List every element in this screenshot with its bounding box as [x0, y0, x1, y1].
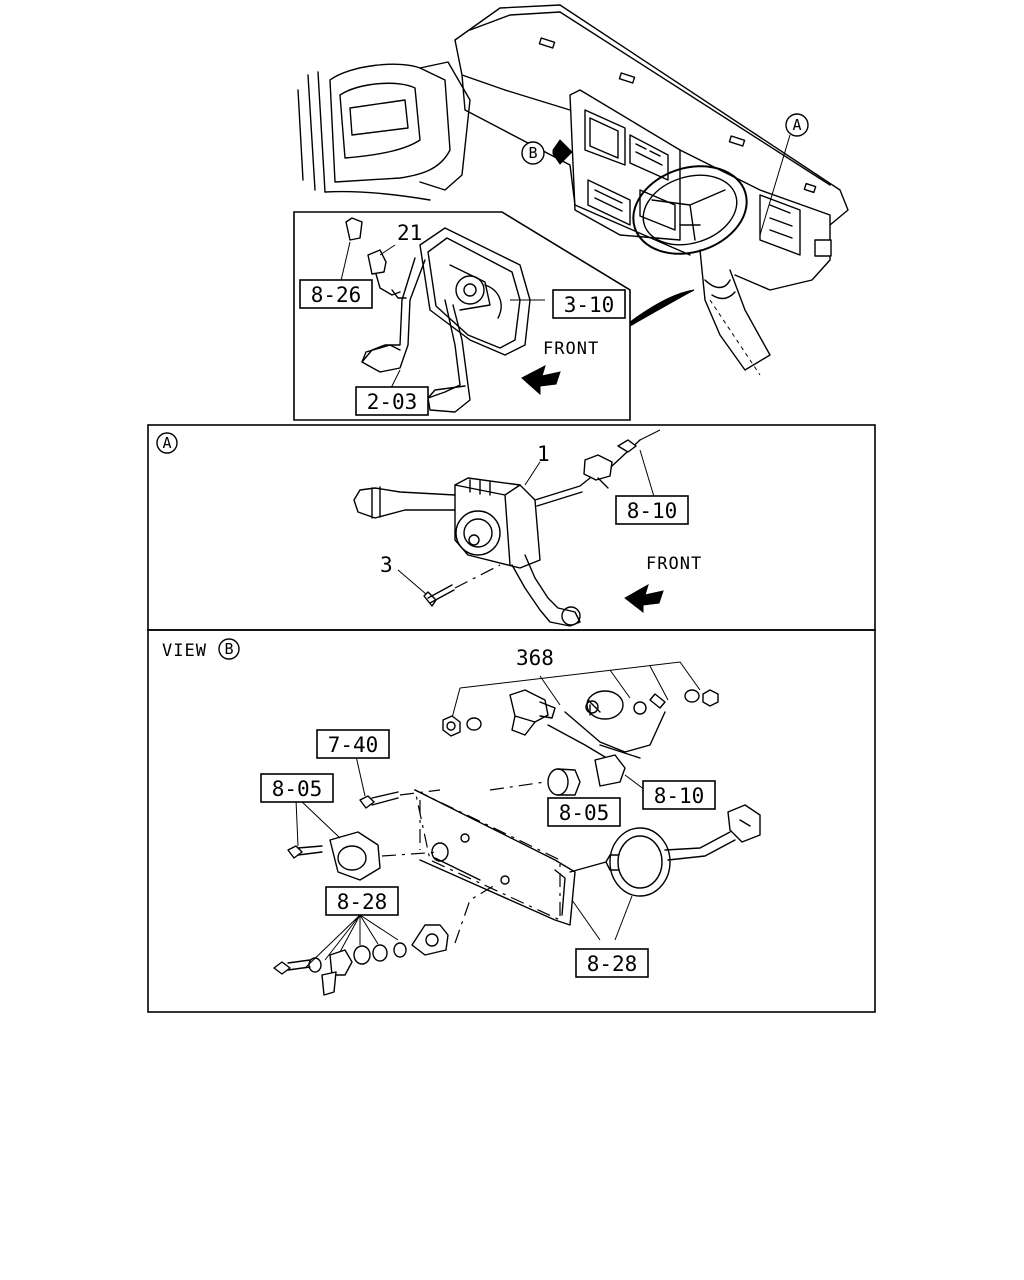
svg-text:8-05: 8-05 — [272, 777, 323, 801]
nut-part — [442, 715, 461, 737]
section-a-front-label: FRONT — [646, 554, 702, 574]
svg-text:8-26: 8-26 — [311, 283, 362, 307]
part-number-21: 21 — [397, 221, 422, 245]
svg-text:2-03: 2-03 — [367, 390, 418, 414]
svg-text:8-10: 8-10 — [627, 499, 678, 523]
callout-a-marker: A — [785, 113, 809, 137]
svg-text:3-10: 3-10 — [564, 293, 615, 317]
svg-text:8-05: 8-05 — [559, 801, 610, 825]
svg-text:8-28: 8-28 — [587, 952, 638, 976]
view-b-marker: B — [224, 640, 233, 658]
ref-8-05-left-box: 8-05 — [260, 773, 334, 803]
svg-text:8-10: 8-10 — [654, 784, 705, 808]
ref-2-03-box: 2-03 — [355, 386, 429, 416]
part-number-3: 3 — [380, 553, 393, 577]
ref-7-40-box: 7-40 — [316, 729, 390, 759]
section-b-panel: VIEW B — [147, 629, 876, 1013]
ref-8-28-left-box: 8-28 — [325, 886, 399, 916]
svg-text:A: A — [792, 116, 801, 134]
svg-text:8-28: 8-28 — [337, 890, 388, 914]
cab-dashboard-illustration — [297, 4, 849, 376]
ref-3-10-box: 3-10 — [552, 289, 626, 319]
ref-8-10-view-b-box: 8-10 — [642, 780, 716, 810]
front-direction-label: FRONT — [543, 339, 599, 359]
part-number-1: 1 — [537, 442, 550, 466]
ref-8-28-bottom-box: 8-28 — [575, 948, 649, 978]
callout-b-marker: B — [521, 141, 545, 165]
ref-8-26-box: 8-26 — [299, 279, 373, 309]
section-a-marker: A — [162, 434, 171, 452]
section-a-panel: A — [147, 424, 876, 631]
svg-text:B: B — [528, 144, 537, 162]
part-number-368: 368 — [516, 646, 554, 670]
view-b-label: VIEW — [162, 641, 207, 661]
ref-8-10-section-a-box: 8-10 — [615, 495, 689, 525]
ref-8-05-mid-box: 8-05 — [547, 797, 621, 827]
pedal-inset — [293, 211, 631, 421]
svg-text:7-40: 7-40 — [328, 733, 379, 757]
